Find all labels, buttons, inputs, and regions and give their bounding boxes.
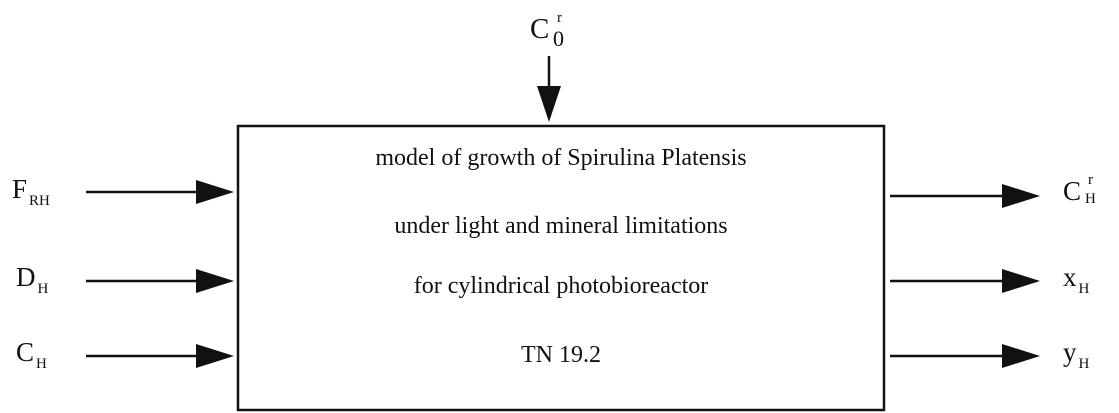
input-frh-subscript: RH <box>29 193 50 209</box>
input-arrow-frh <box>86 180 234 204</box>
input-ch-symbol: C <box>16 337 35 367</box>
output-chr-superscript: r <box>1088 172 1093 188</box>
output-xh-symbol: x <box>1063 262 1077 292</box>
top-input-superscript: r <box>557 10 562 26</box>
output-label-chr: C r H <box>1063 173 1096 207</box>
top-input-symbol: C <box>530 13 550 45</box>
top-input-arrow <box>537 56 561 122</box>
input-dh-symbol: D <box>16 262 36 292</box>
box-line-3: for cylindrical photobioreactor <box>413 273 709 299</box>
input-dh-subscript: H <box>37 281 49 297</box>
output-yh-subscript: H <box>1078 356 1090 372</box>
output-arrow-yh <box>890 344 1040 368</box>
input-ch-subscript: H <box>36 356 47 372</box>
input-arrow-dh <box>86 269 234 293</box>
box-line-2: under light and mineral limitations <box>394 213 728 239</box>
top-input-label: C r 0 <box>530 11 564 50</box>
top-input-subscript: 0 <box>553 26 564 51</box>
model-box <box>236 124 886 412</box>
output-xh-subscript: H <box>1078 281 1090 297</box>
output-arrow-xh <box>890 269 1040 293</box>
output-arrow-chr <box>890 184 1040 208</box>
output-yh-symbol: y <box>1063 337 1077 367</box>
output-chr-subscript: H <box>1085 191 1096 207</box>
input-frh-symbol: F <box>12 174 28 204</box>
box-line-4: TN 19.2 <box>521 342 601 368</box>
box-line-1: model of growth of Spirulina Platensis <box>375 145 747 171</box>
output-chr-symbol: C <box>1063 176 1082 206</box>
input-arrow-ch <box>86 344 234 368</box>
